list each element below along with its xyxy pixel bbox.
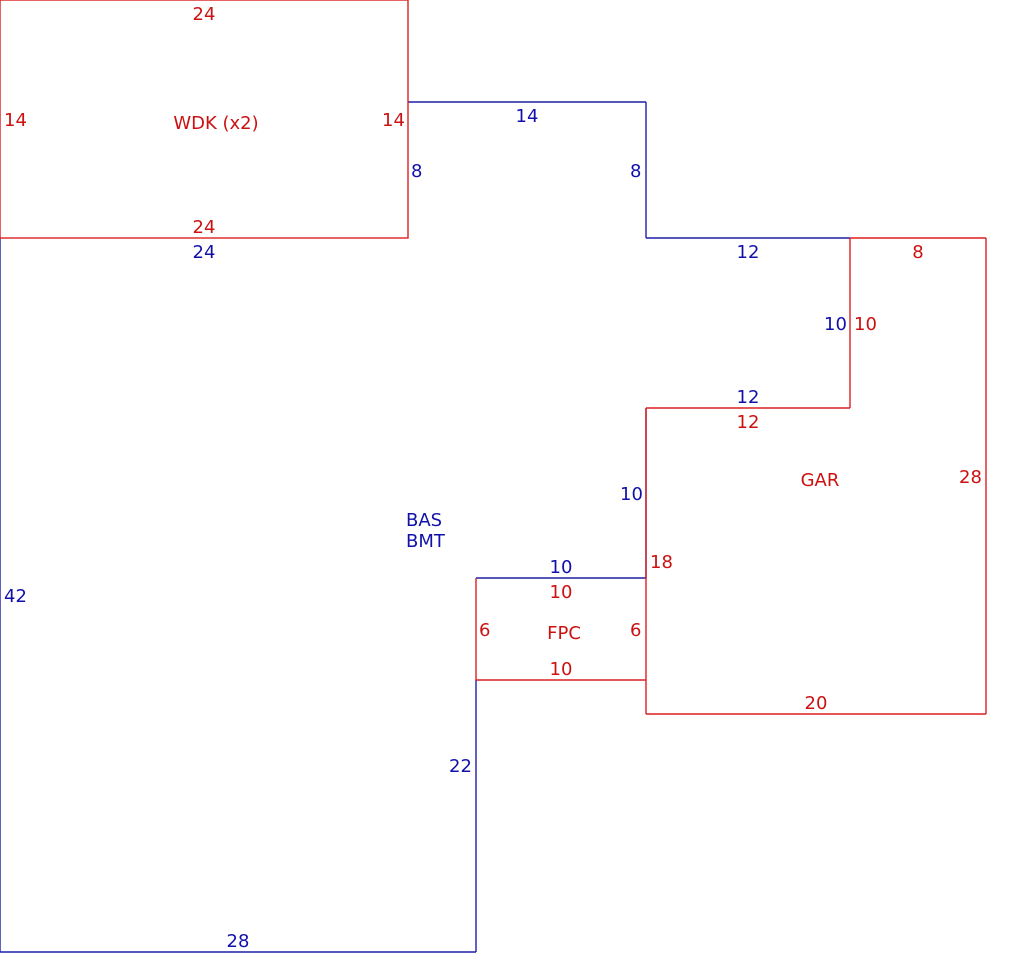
gar-name-label: GAR [801,470,840,491]
bas-right-step-dim: 8 [630,161,641,182]
bas-top-segment-dim: 14 [516,106,539,127]
gar-step-dim: 10 [854,314,877,335]
bas-right-lower-dim: 22 [449,756,472,777]
gar-left-dim: 18 [650,552,673,573]
wdk-right-dim: 14 [382,110,405,131]
fpc-bottom-dim: 10 [550,659,573,680]
gar-bottom-dim: 20 [805,693,828,714]
gar-top-dim: 8 [912,242,923,263]
fpc-left-dim: 6 [479,620,490,641]
wdk-outline [0,0,409,239]
wdk-name-label: WDK (x2) [173,113,258,134]
fpc-top-dim: 10 [550,582,573,603]
bas-name-line2: BMT [406,531,446,552]
bas-lower-side-dim: 10 [620,484,643,505]
gar-inner-top-dim: 12 [737,412,760,433]
fpc-name-label: FPC [547,623,581,644]
wdk-left-dim: 14 [4,110,27,131]
bas-bottom-dim: 28 [227,931,250,952]
fpc-outline [475,578,646,681]
bas-fpc-top-dim: 10 [550,557,573,578]
bas-name-line1: BAS [406,510,442,531]
wdk-bottom-dim: 24 [193,217,216,238]
garage-outline [645,237,987,715]
wdk-top-dim: 24 [193,4,216,25]
fpc-right-dim: 6 [630,620,641,641]
bas-mid-segment-dim: 12 [737,242,760,263]
bas-left-side-dim: 42 [4,586,27,607]
bas-garage-top-dim: 12 [737,387,760,408]
gar-right-dim: 28 [959,467,982,488]
bas-below-wdk-dim: 24 [193,242,216,263]
bas-left-step-dim: 8 [411,161,422,182]
bas-garage-step-dim: 10 [824,314,847,335]
